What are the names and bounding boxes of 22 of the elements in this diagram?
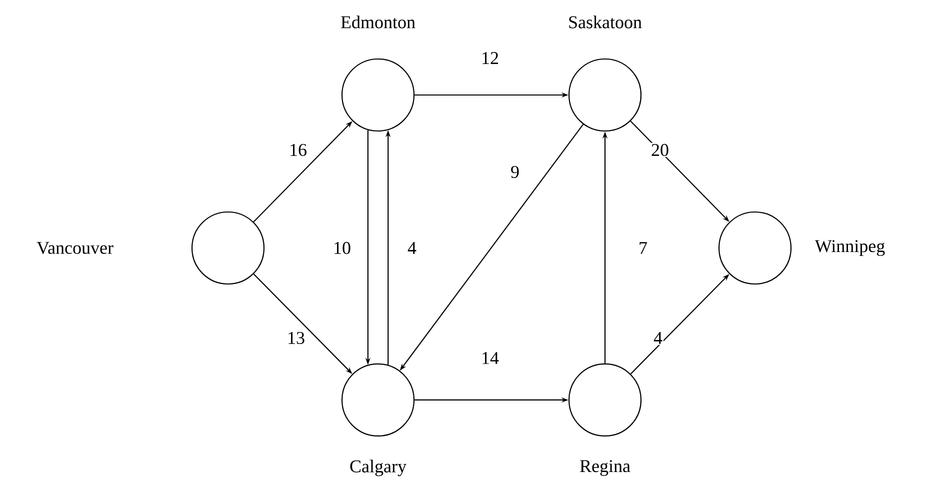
edge-label: 9 [510,164,520,180]
node-label: Calgary [350,460,406,476]
city-node: Winnipeg [718,211,885,285]
edge-label: 10 [332,240,352,256]
node-label: Regina [580,460,630,476]
edge-label: 16 [288,142,308,158]
edge-label: 4 [406,241,418,255]
city-node: Edmonton [341,16,416,132]
edge-label: 12 [480,51,500,65]
node-label: Vancouver [36,242,114,254]
node-label: Saskatoon [569,16,642,28]
city-node: Vancouver [36,211,265,285]
city-node: Saskatoon [568,16,642,132]
edge-label: 7 [638,241,648,255]
node-label: Winnipeg [814,240,885,256]
city-node: Regina [568,363,642,476]
city-node: Calgary [341,363,415,476]
edge-label: 14 [480,351,500,365]
edge-label: 4 [652,331,664,345]
node-label: Edmonton [341,16,416,28]
edge-label: 13 [286,330,306,346]
edge-label: 20 [650,142,670,158]
